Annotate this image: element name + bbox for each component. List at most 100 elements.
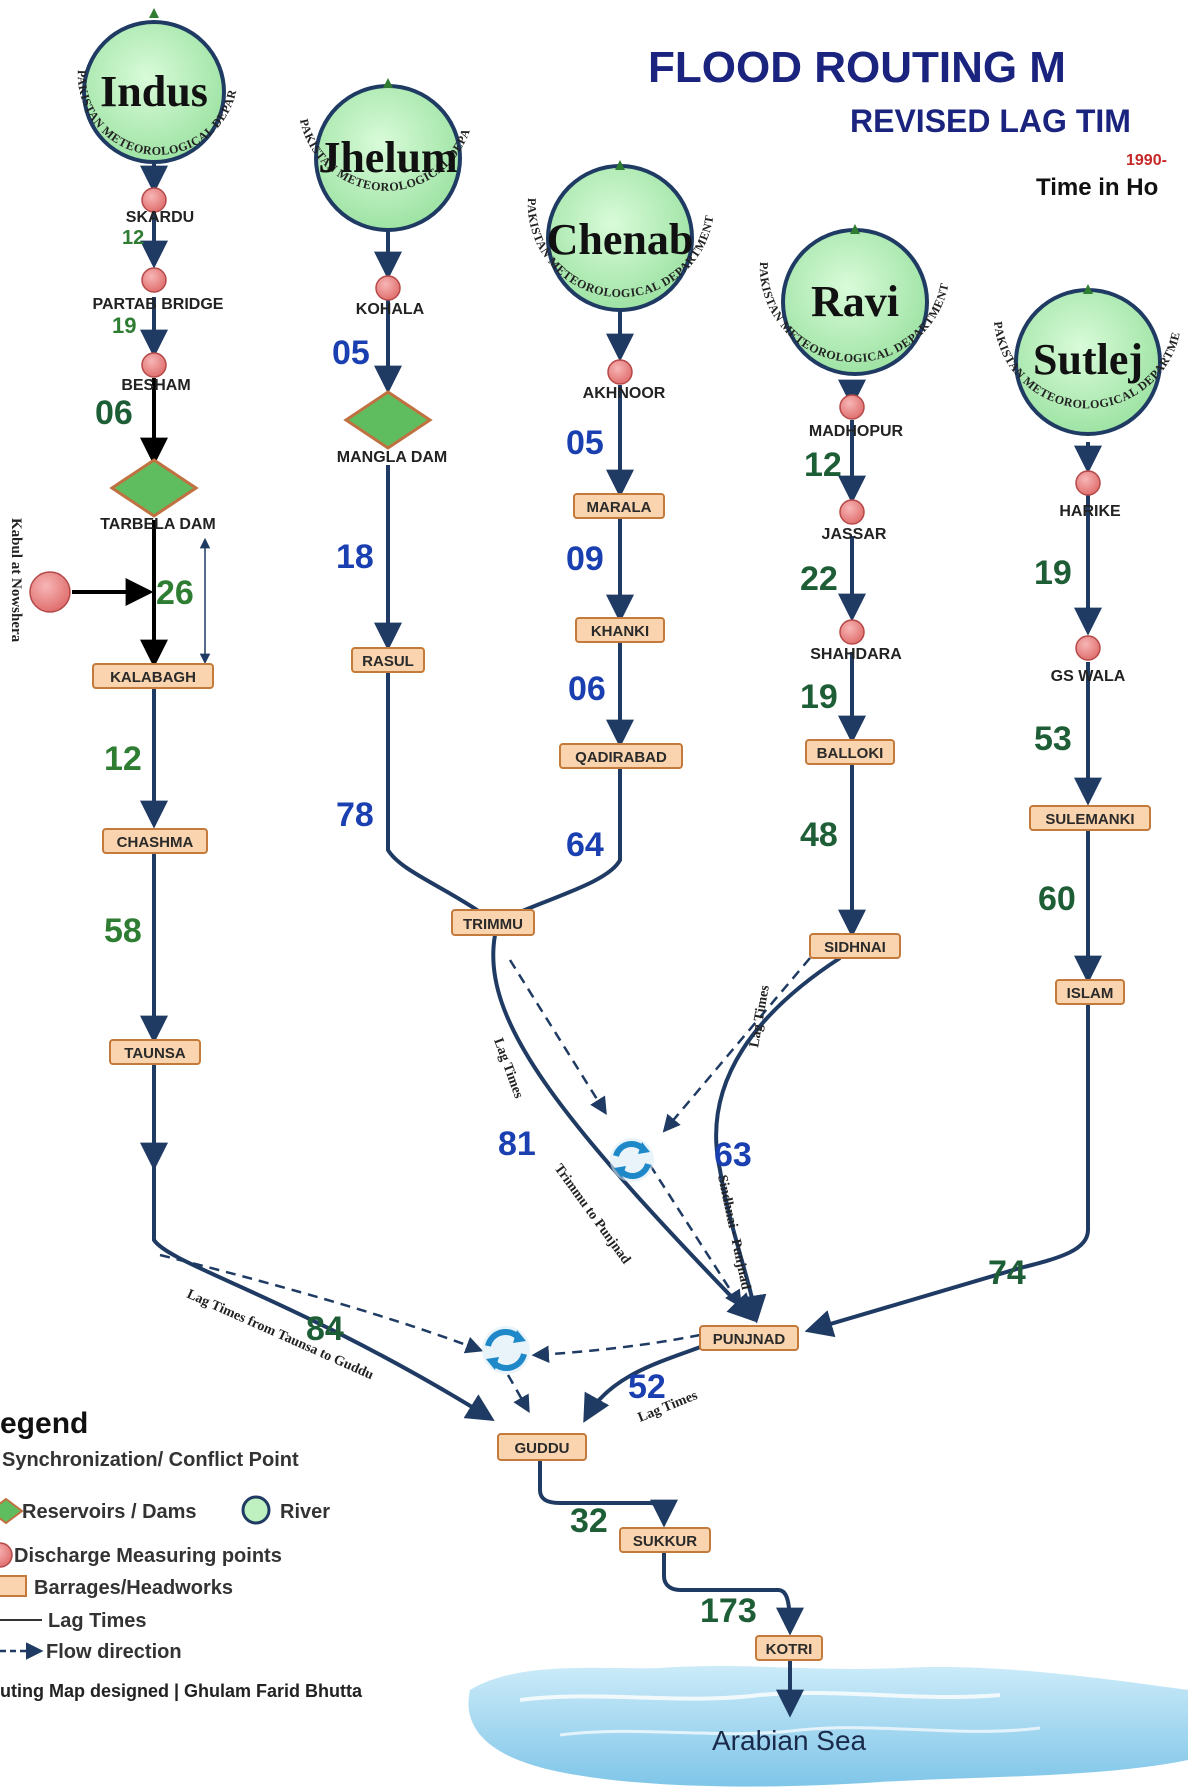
lag-guddu-sukkur: 32 [570, 1502, 608, 1540]
dam-tarbela[interactable] [109, 458, 199, 518]
lag-marala-khanki: 09 [566, 540, 604, 578]
time-unit-label: Time in Ho [1036, 174, 1158, 201]
lag-madhopur-jassar: 12 [804, 446, 842, 484]
svg-text:QADIRABAD: QADIRABAD [575, 749, 667, 766]
svg-text:SUKKUR: SUKKUR [633, 1533, 697, 1550]
legend: egend Synchronization/ Conflict Point Re… [0, 1407, 363, 1701]
svg-text:SULEMANKI: SULEMANKI [1045, 811, 1134, 828]
legend-river: River [280, 1501, 330, 1523]
lag-akhnoor-marala: 05 [566, 424, 604, 462]
label-harike: HARIKE [1059, 503, 1121, 520]
lag-balloki-sidhnai: 48 [800, 816, 838, 854]
point-madhopur [839, 394, 865, 420]
legend-river-icon [241, 1495, 271, 1525]
svg-text:ISLAM: ISLAM [1067, 985, 1114, 1002]
barrage-guddu[interactable]: GUDDU [497, 1433, 587, 1461]
label-madhopur: MADHOPUR [809, 423, 904, 440]
barrage-khanki[interactable]: KHANKI [575, 617, 665, 643]
barrage-marala[interactable]: MARALA [573, 493, 665, 519]
point-shahdara [839, 619, 865, 645]
lag-besham-tarbela: 06 [95, 394, 133, 432]
barrage-chashma[interactable]: CHASHMA [102, 828, 208, 854]
note-sidhnai-punjnad: Sindhnai - Punjnad [714, 1174, 753, 1292]
lag-gswala-sulemanki: 53 [1034, 720, 1072, 758]
svg-text:RASUL: RASUL [362, 653, 414, 670]
river-indus[interactable]: PAKISTAN METEOROLOGICAL DEPARTMENT Indus [0, 0, 239, 164]
legend-barrages: Barrages/Headworks [34, 1577, 233, 1599]
barrage-qadirabad[interactable]: QADIRABAD [559, 743, 683, 769]
point-gs-wala [1075, 635, 1101, 661]
barrage-taunsa[interactable]: TAUNSA [109, 1039, 201, 1065]
barrage-sulemanki[interactable]: SULEMANKI [1029, 805, 1151, 831]
svg-text:MARALA: MARALA [587, 499, 652, 516]
label-akhnoor: AKHNOOR [583, 385, 666, 402]
barrage-sidhnai[interactable]: SIDHNAI [809, 933, 901, 959]
point-besham [141, 352, 167, 378]
years-label: 1990- [1126, 152, 1167, 169]
point-skardu [141, 187, 167, 213]
note-taunsa-guddu: Lag Times from Taunsa to Guddu [184, 1287, 375, 1383]
river-ravi[interactable]: PAKISTAN METEOROLOGICAL DEPARTMENT Ravi [757, 224, 952, 376]
dam-mangla[interactable] [343, 390, 433, 450]
river-name-ravi: Ravi [811, 277, 899, 326]
label-partab-bridge: PARTAB BRIDGE [93, 296, 224, 313]
label-kohala: KOHALA [356, 301, 425, 318]
svg-text:GUDDU: GUDDU [515, 1440, 570, 1457]
lag-khanki-qadirabad: 06 [568, 670, 606, 708]
legend-credit: uting Map designed | Ghulam Farid Bhutta [0, 1681, 363, 1701]
barrage-sukkur[interactable]: SUKKUR [619, 1527, 711, 1553]
lag-rasul-trimmu: 78 [336, 796, 374, 834]
point-akhnoor [607, 359, 633, 385]
lag-shahdara-balloki: 19 [800, 678, 838, 716]
river-name-sutlej: Sutlej [1033, 335, 1143, 384]
legend-barrage-icon [0, 1575, 27, 1597]
legend-discharge-icon [0, 1542, 13, 1568]
lag-jassar-shahdara: 22 [800, 560, 838, 598]
sync-point-upper [610, 1138, 654, 1182]
legend-sync: Synchronization/ Conflict Point [2, 1449, 299, 1471]
lag-kohala-mangla: 05 [332, 334, 370, 372]
legend-dam-icon [0, 1497, 24, 1525]
lag-sukkur-kotri: 173 [700, 1592, 757, 1630]
barrage-kotri[interactable]: KOTRI [755, 1635, 823, 1661]
arabian-sea-label: Arabian Sea [712, 1725, 867, 1756]
label-mangla-dam: MANGLA DAM [337, 449, 448, 466]
point-partab-bridge [141, 267, 167, 293]
barrage-kalabagh[interactable]: KALABAGH [92, 663, 214, 689]
legend-reservoirs: Reservoirs / Dams [22, 1501, 197, 1523]
barrage-balloki[interactable]: BALLOKI [805, 739, 895, 765]
lag-skardu-partab: 12 [122, 227, 144, 249]
barrage-punjnad[interactable]: PUNJNAD [699, 1325, 799, 1351]
svg-text:KOTRI: KOTRI [766, 1641, 813, 1658]
barrage-trimmu[interactable]: TRIMMU [451, 909, 535, 936]
barrage-rasul[interactable]: RASUL [351, 647, 425, 673]
lag-qadirabad-trimmu: 64 [566, 826, 604, 864]
label-tarbela-dam: TARBELA DAM [100, 516, 216, 533]
lag-taunsa-guddu: 84 [306, 1310, 344, 1348]
legend-discharge: Discharge Measuring points [14, 1545, 282, 1567]
lag-partab-besham: 19 [112, 313, 136, 338]
arabian-sea: Arabian Sea [468, 1666, 1188, 1787]
barrage-islam[interactable]: ISLAM [1055, 979, 1125, 1005]
legend-title: egend [0, 1407, 88, 1440]
sync-point-lower [482, 1326, 530, 1374]
lag-harike-gswala: 19 [1034, 554, 1072, 592]
lag-chashma-taunsa: 58 [104, 912, 142, 950]
lag-mangla-rasul: 18 [336, 538, 374, 576]
point-harike [1075, 470, 1101, 496]
lag-sidhnai-punjnad: 63 [714, 1136, 752, 1174]
svg-text:TRIMMU: TRIMMU [463, 916, 523, 933]
label-jassar: JASSAR [822, 526, 887, 543]
river-chenab[interactable]: PAKISTAN METEOROLOGICAL DEPARTMENT Chena… [525, 160, 717, 312]
legend-flow: Flow direction [46, 1641, 182, 1663]
river-name-jhelum: Jhelum [318, 133, 457, 182]
river-jhelum[interactable]: PAKISTAN METEOROLOGICAL DEPARTMENT Jhelu… [0, 0, 473, 232]
lag-punjnad-guddu: 52 [628, 1368, 666, 1406]
label-skardu: SKARDU [126, 209, 194, 226]
label-shahdara: SHAHDARA [810, 646, 902, 663]
svg-text:PUNJNAD: PUNJNAD [713, 1331, 786, 1348]
point-kohala [375, 275, 401, 301]
barrages: KALABAGH CHASHMA TAUNSA RASUL MARALA KHA… [92, 493, 1151, 1661]
lag-tarbela-kalabagh: 26 [156, 574, 194, 612]
